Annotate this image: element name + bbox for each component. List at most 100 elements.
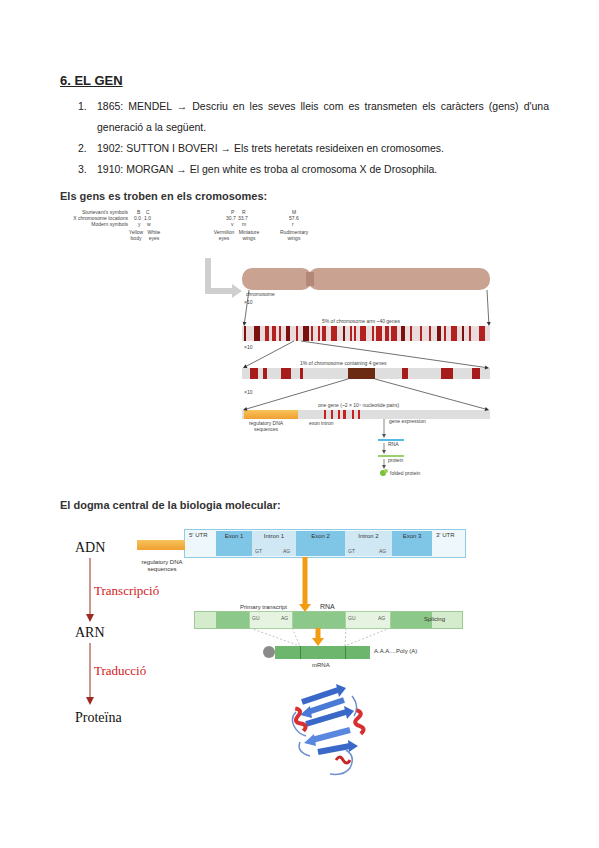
chromosome-band [437,326,441,341]
node-text: Exon 2 [296,533,345,540]
list-item: 1910: MORGAN → El gen white es troba al … [97,159,549,180]
node-text: regulatory DNA sequences [135,559,189,573]
loop [292,696,356,774]
chromosome-band [244,326,246,341]
arrow-head [243,322,247,326]
band-segment [263,368,267,379]
section-heading: Els gens es troben en els cromosomes: [60,190,267,203]
primary-transcript: Primary transcriptRNASplicingGUAGGUAG [195,612,462,628]
chromosome-band [451,326,457,341]
node-text: GU [348,615,356,621]
trait-name: Rudimentary wings [280,230,308,241]
chromosome-band [385,326,389,341]
arrow-head [487,322,491,326]
beta-strand [348,740,358,752]
chromosome-band [376,326,382,341]
gene-symbol: m [242,222,246,228]
band-segment [300,368,303,379]
band-segment [216,612,250,628]
regulatory-sequence: regulatory DNA sequences [244,410,298,419]
chromosome-band [372,326,374,341]
node-text: RNA [320,603,335,611]
gene-symbol: w [147,222,151,228]
splice-line [250,628,300,646]
gene-symbol: C [146,210,150,216]
zoom-line [301,341,489,369]
band-segment [324,410,326,419]
chromosome-band [401,326,405,341]
intron-segment: GU AG [250,612,292,628]
chromosome-band [322,326,326,341]
node-text: AG [281,615,288,621]
arrow-head [243,364,247,368]
process-label: gene expression [389,419,426,425]
process-name: Transcripció [94,583,159,598]
band-segment [348,368,375,379]
chromosome-band [343,326,345,341]
arrow-head [299,604,311,612]
chromosome-band [360,326,366,341]
node-fill [275,646,370,659]
node-text: GU [252,615,260,621]
alpha-helix [292,707,307,732]
band-segment [345,646,346,659]
process-label: RNA [388,442,399,448]
band-segment [292,612,346,628]
chromosome-band [410,326,412,341]
connector-line [244,290,249,323]
band-segment [402,368,408,379]
splicing-lines [250,628,390,646]
zoom-line [243,290,249,326]
section-heading: El dogma central de la biologia molecula… [60,499,281,512]
chromosome-arm [308,268,490,290]
zoom-line [487,290,491,326]
map-row-name: Sturtevant's symbols [40,210,128,216]
chromosome-segment: 1% of chromosome containing 4 genes [242,368,490,379]
node-text: exon [309,421,320,427]
chromosome-band [444,326,446,341]
node-text: AG [283,548,290,554]
chromosome-band [429,326,431,341]
exon-box: Exon 3 [392,531,432,556]
arrow-head [86,697,94,705]
process-label: folded protein [390,471,420,477]
mrna-band: mRNAA.A.A....Poly (A) [275,646,370,659]
node-fill [242,268,490,290]
rna-line [378,439,404,441]
beta-strand [312,730,350,740]
arrow-head [382,450,386,454]
chromosome-band [331,326,337,341]
chromosome-band [318,326,320,341]
splice-line [292,628,300,646]
node-text: Primary transcript [240,604,287,611]
chromosome-band [286,326,290,341]
gene-symbol: P [231,210,234,216]
arrow-head [243,407,247,411]
beta-strand [308,700,344,712]
node-text: intron [321,421,334,427]
molecule-name: Proteïna [75,710,122,726]
chromosome-band [296,326,298,341]
node-text: 3' UTR [436,532,454,539]
beta-strand [318,746,350,752]
arrow-head [382,434,386,438]
zoom-factor: ×10 [244,390,252,396]
beta-strand [344,706,354,719]
alpha-helix [336,757,350,763]
band-segment [358,410,360,419]
protein-structure [292,684,364,774]
list-number: 2. [78,138,87,159]
regulatory-sequence: regulatory DNA sequences [137,540,185,550]
exon-box: Exon 1 [216,531,252,556]
beta-strand [302,690,338,702]
band-segment [352,410,354,419]
connector-line [487,290,489,323]
chromosome-segment: 5% of chromosome arm ~40 genes [242,326,490,341]
chromosome-band [354,326,356,341]
connector-line [246,341,294,367]
map-location: 57.6 [289,216,299,222]
chromosome-arm [242,268,312,290]
l-arrow [208,258,232,291]
